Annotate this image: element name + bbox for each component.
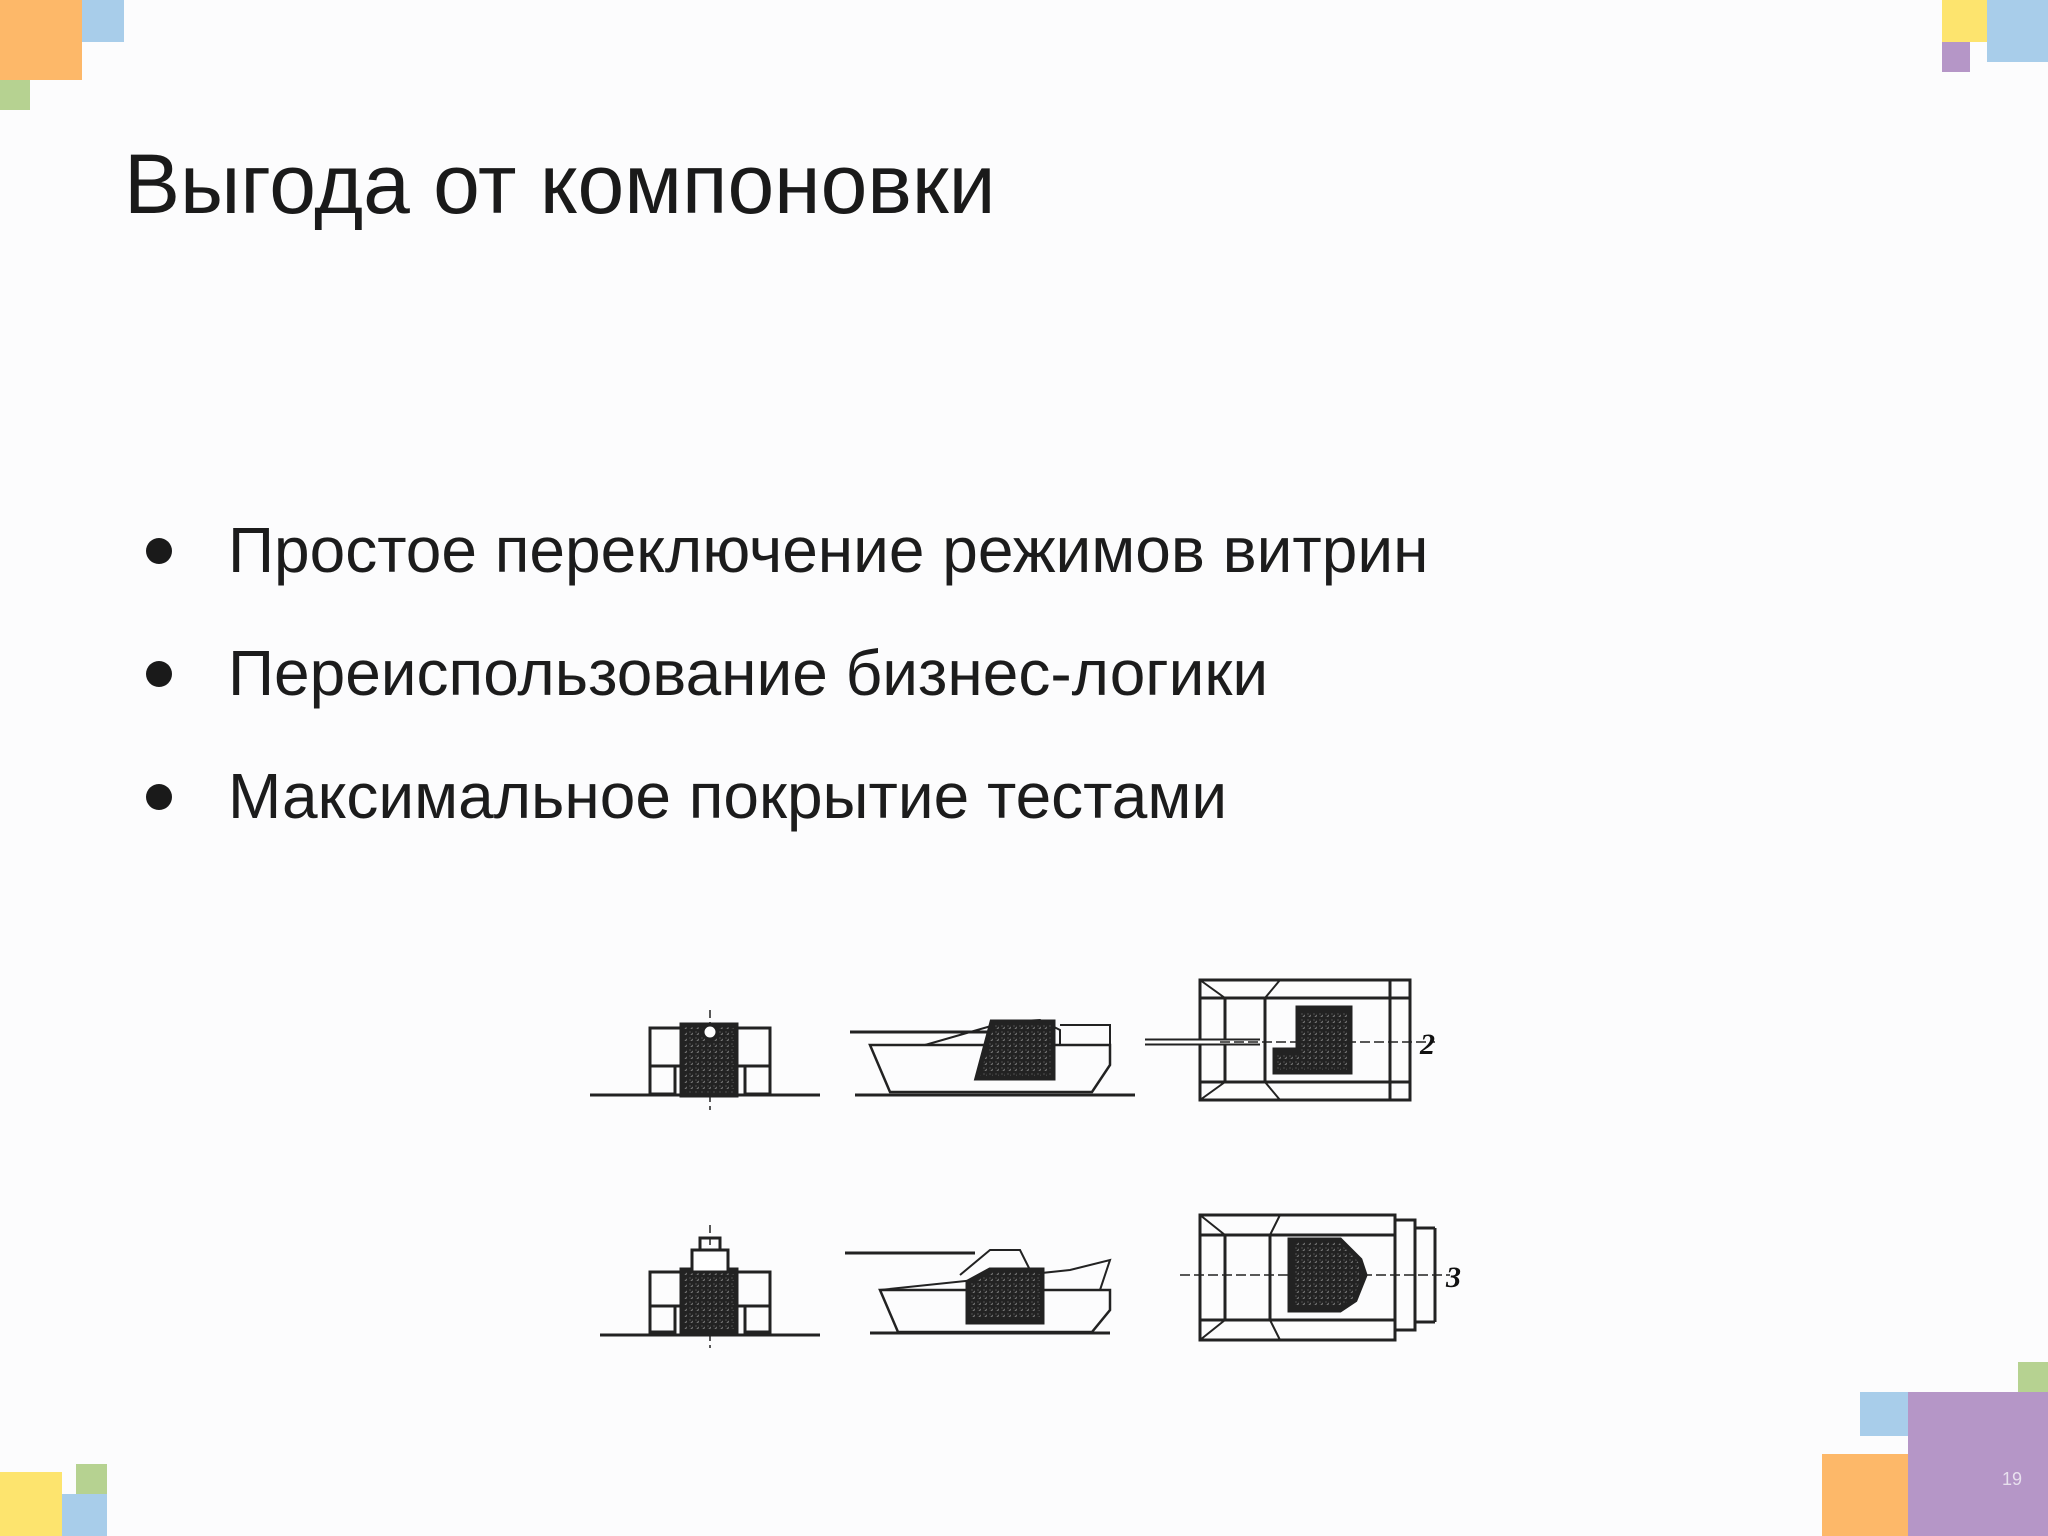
tank-layout-diagram: 2 3 <box>590 978 1461 1348</box>
bullet-item: Простое переключение режимов витрин <box>140 518 1428 582</box>
tank-front-view-1 <box>590 1010 820 1110</box>
bullet-dot-icon <box>146 784 172 810</box>
bullet-text: Максимальное покрытие тестами <box>228 760 1228 832</box>
bullet-item: Максимальное покрытие тестами <box>140 764 1428 828</box>
tank-top-view-1: 2 <box>1145 978 1435 1102</box>
page-number: 19 <box>2001 1469 2022 1489</box>
bullet-dot-icon <box>146 661 172 687</box>
bullet-item: Переиспользование бизнес-логики <box>140 641 1428 705</box>
bullet-text: Простое переключение режимов витрин <box>228 514 1429 586</box>
tank-side-view-1 <box>850 1018 1135 1097</box>
bullet-text: Переиспользование бизнес-логики <box>228 637 1269 709</box>
diagram-label-3: 3 <box>1445 1261 1461 1294</box>
slide-title: Выгода от компоновки <box>124 137 996 231</box>
tank-front-view-2 <box>600 1225 820 1348</box>
bullet-list: Простое переключение режимов витрин Пере… <box>140 518 1428 887</box>
bullet-dot-icon <box>146 538 172 564</box>
diagram-label-2: 2 <box>1419 1028 1435 1061</box>
tank-side-view-2 <box>845 1249 1112 1335</box>
tank-top-view-2: 3 <box>1180 1213 1461 1342</box>
